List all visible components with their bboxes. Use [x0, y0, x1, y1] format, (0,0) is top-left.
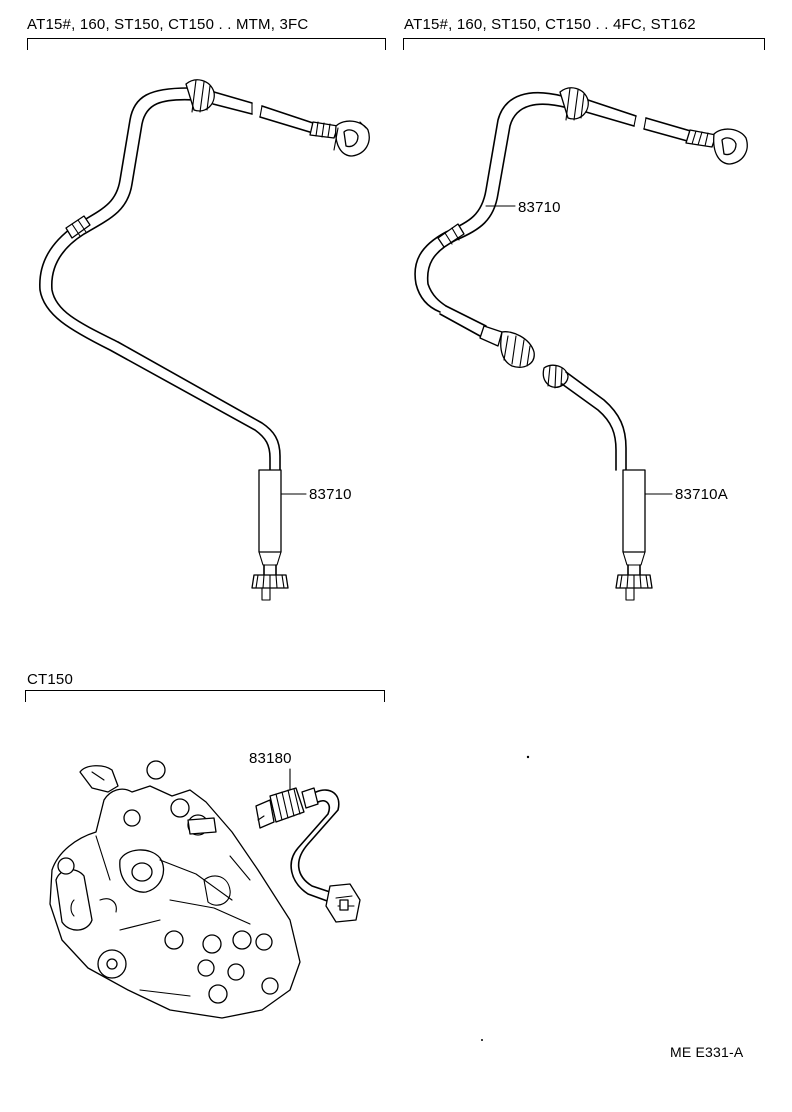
injection-pump-drawing: [49, 760, 301, 1019]
section-title-ct150: CT150: [27, 671, 74, 688]
part-label-83710-right: 83710: [518, 199, 561, 216]
section-title-left: AT15#, 160, ST150, CT150 . . MTM, 3FC: [27, 16, 309, 33]
section-title-right: AT15#, 160, ST150, CT150 . . 4FC, ST162: [404, 16, 696, 33]
two-piece-speedometer-cable-drawing: [414, 87, 748, 601]
stray-dot: [481, 1039, 483, 1041]
section-bracket-right: [403, 38, 765, 50]
section-bracket-left: [27, 38, 386, 50]
part-label-83180: 83180: [249, 750, 292, 767]
figure-code: ME E331-A: [670, 1044, 744, 1060]
speed-sensor-harness-drawing: [255, 787, 361, 923]
part-label-83710a: 83710A: [675, 486, 728, 503]
speedometer-cable-drawing: [39, 79, 370, 601]
stray-dot: [526, 755, 530, 759]
section-bracket-ct150: [25, 690, 385, 702]
part-label-83710-left: 83710: [309, 486, 352, 503]
